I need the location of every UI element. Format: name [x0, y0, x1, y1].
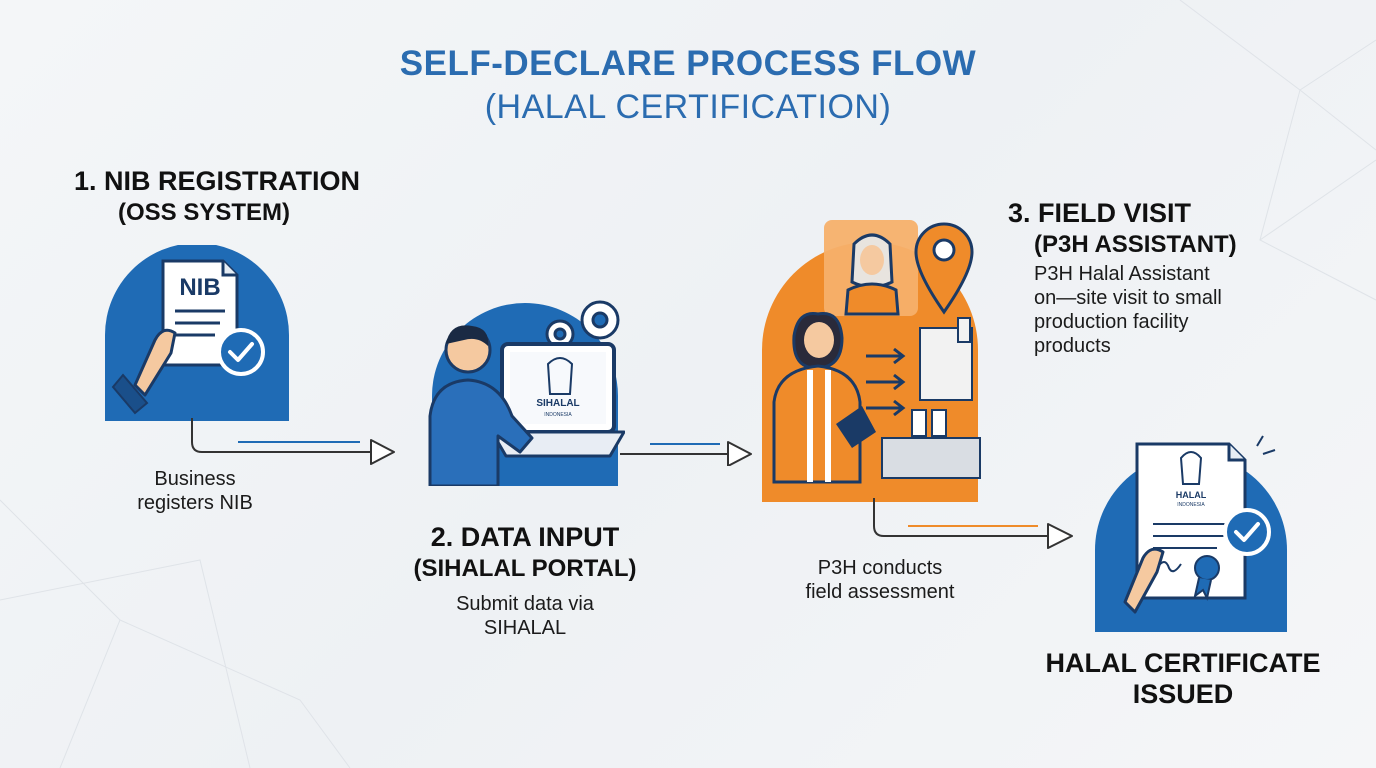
page-subtitle: (HALAL CERTIFICATION) — [484, 88, 892, 126]
cert-halal-label: HALAL — [1176, 490, 1207, 500]
step3-info-line1: P3H Halal Assistant — [1034, 263, 1210, 285]
cert-halal-sublabel: INDONESIA — [1177, 502, 1205, 508]
step2-description: Submit data via SIHALAL — [420, 592, 630, 640]
hand-icon — [111, 328, 177, 415]
step1-heading-line1: 1. NIB REGISTRATION — [74, 166, 361, 196]
step2-description-line1: Submit data via — [456, 593, 594, 615]
step3-heading-line2: (P3H ASSISTANT) — [1034, 231, 1237, 258]
connector-1-2 — [191, 418, 395, 465]
step3-heading: 3. FIELD VISIT (P3H ASSISTANT) — [1008, 198, 1237, 260]
connector-2-3 — [620, 441, 752, 466]
step3-info-line2: on—site visit to small — [1034, 287, 1222, 309]
gear-icon — [545, 300, 620, 349]
step2-illustration: SIHALAL INDONESIA — [428, 300, 625, 486]
step3-illustration — [762, 220, 981, 502]
person-icon — [428, 325, 534, 486]
factory-icon — [881, 317, 981, 479]
hand-icon — [1123, 547, 1165, 614]
assistant-portrait-icon — [844, 233, 900, 316]
sihalal-screen-label: SIHALAL — [536, 398, 579, 409]
step2-description-line2: SIHALAL — [483, 617, 567, 639]
step1-description: Business registers NIB — [110, 467, 280, 515]
step2-heading-line2: (SIHALAL PORTAL) — [413, 555, 637, 582]
step3-description-line2: field assessment — [805, 581, 955, 603]
step3-info-line3: production facility — [1034, 311, 1189, 333]
step4-heading-line2: ISSUED — [1132, 679, 1234, 709]
step3-heading-line1: 3. FIELD VISIT — [1008, 198, 1192, 228]
step1-heading-line2: (OSS SYSTEM) — [118, 199, 291, 226]
step2-heading: 2. DATA INPUT (SIHALAL PORTAL) — [380, 522, 670, 584]
step4-illustration: HALAL INDONESIA — [1095, 435, 1287, 632]
step3-description-line1: P3H conducts — [817, 557, 943, 579]
step1-description-line1: Business — [154, 468, 236, 490]
step3-description: P3H conducts field assessment — [780, 556, 980, 604]
step4-heading-line1: HALAL CERTIFICATE — [1045, 648, 1321, 678]
step1-illustration: NIB — [105, 245, 289, 421]
step1-heading: 1. NIB REGISTRATION (OSS SYSTEM) — [74, 166, 360, 228]
step1-description-line2: registers NIB — [137, 492, 253, 514]
sihalal-screen-sublabel: INDONESIA — [544, 412, 572, 418]
inspector-icon — [772, 311, 876, 484]
step4-heading: HALAL CERTIFICATE ISSUED — [1030, 648, 1336, 710]
location-pin-icon — [914, 222, 974, 315]
page-title: SELF-DECLARE PROCESS FLOW — [399, 44, 977, 83]
sparkle-icon — [1256, 435, 1276, 455]
nib-doc-label: NIB — [179, 274, 220, 301]
step2-heading-line1: 2. DATA INPUT — [430, 522, 620, 552]
flow-arrows-icon — [866, 347, 906, 417]
step3-info: P3H Halal Assistant on—site visit to sma… — [1034, 262, 1222, 358]
step3-info-line4: products — [1034, 335, 1111, 357]
connector-3-4 — [873, 498, 1073, 549]
